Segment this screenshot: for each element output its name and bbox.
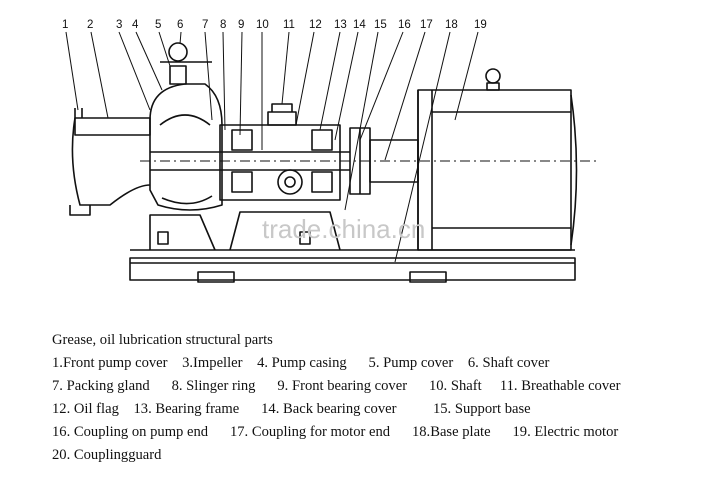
- part-number-4: 4: [132, 19, 139, 31]
- part-number-19: 19: [474, 19, 487, 31]
- part-number-5: 5: [155, 19, 161, 31]
- part-number-9: 9: [238, 19, 244, 31]
- electric-motor: [417, 68, 578, 251]
- legend-title: Grease, oil lubrication structural parts: [52, 332, 273, 348]
- parts-legend: Grease, oil lubrication structural parts…: [52, 329, 712, 467]
- legend-line-1: 1.Front pump cover 3.Impeller 4. Pump ca…: [52, 355, 550, 371]
- watermark: trade.china.cn: [262, 214, 425, 244]
- legend-line-5: 20. Couplingguard: [52, 447, 162, 463]
- support-base: [149, 211, 341, 251]
- part-number-13: 13: [334, 19, 347, 31]
- part-number-10: 10: [256, 19, 269, 31]
- legend-line-3: 12. Oil flag 13. Bearing frame 14. Back …: [52, 401, 531, 417]
- part-number-3: 3: [116, 19, 122, 31]
- part-number-16: 16: [398, 19, 411, 31]
- part-number-11: 11: [283, 19, 295, 31]
- legend-line-2: 7. Packing gland 8. Slinger ring 9. Fron…: [52, 378, 621, 394]
- shaft: [140, 151, 600, 171]
- pump-structure-diagram: 1 2 3 4 5 6 7 8 9 10 11 12 13 14 15 16 1…: [62, 19, 600, 283]
- part-number-17: 17: [420, 19, 433, 31]
- leader-lines: [65, 31, 479, 263]
- part-number-14: 14: [353, 19, 366, 31]
- part-number-1: 1: [62, 19, 68, 31]
- front-pump-cover: [69, 108, 151, 216]
- part-number-15: 15: [374, 19, 387, 31]
- part-number-2: 2: [87, 19, 93, 31]
- part-number-6: 6: [177, 19, 183, 31]
- part-number-12: 12: [309, 19, 322, 31]
- bearing-frame: [219, 103, 341, 201]
- legend-line-4: 16. Coupling on pump end 17. Coupling fo…: [52, 424, 619, 440]
- part-number-18: 18: [445, 19, 458, 31]
- pump-casing: [149, 42, 223, 211]
- part-number-8: 8: [220, 19, 226, 31]
- part-number-7: 7: [202, 19, 208, 31]
- base-plate: [129, 249, 576, 283]
- part-number-labels: 1 2 3 4 5 6 7 8 9 10 11 12 13 14 15 16 1…: [62, 19, 487, 31]
